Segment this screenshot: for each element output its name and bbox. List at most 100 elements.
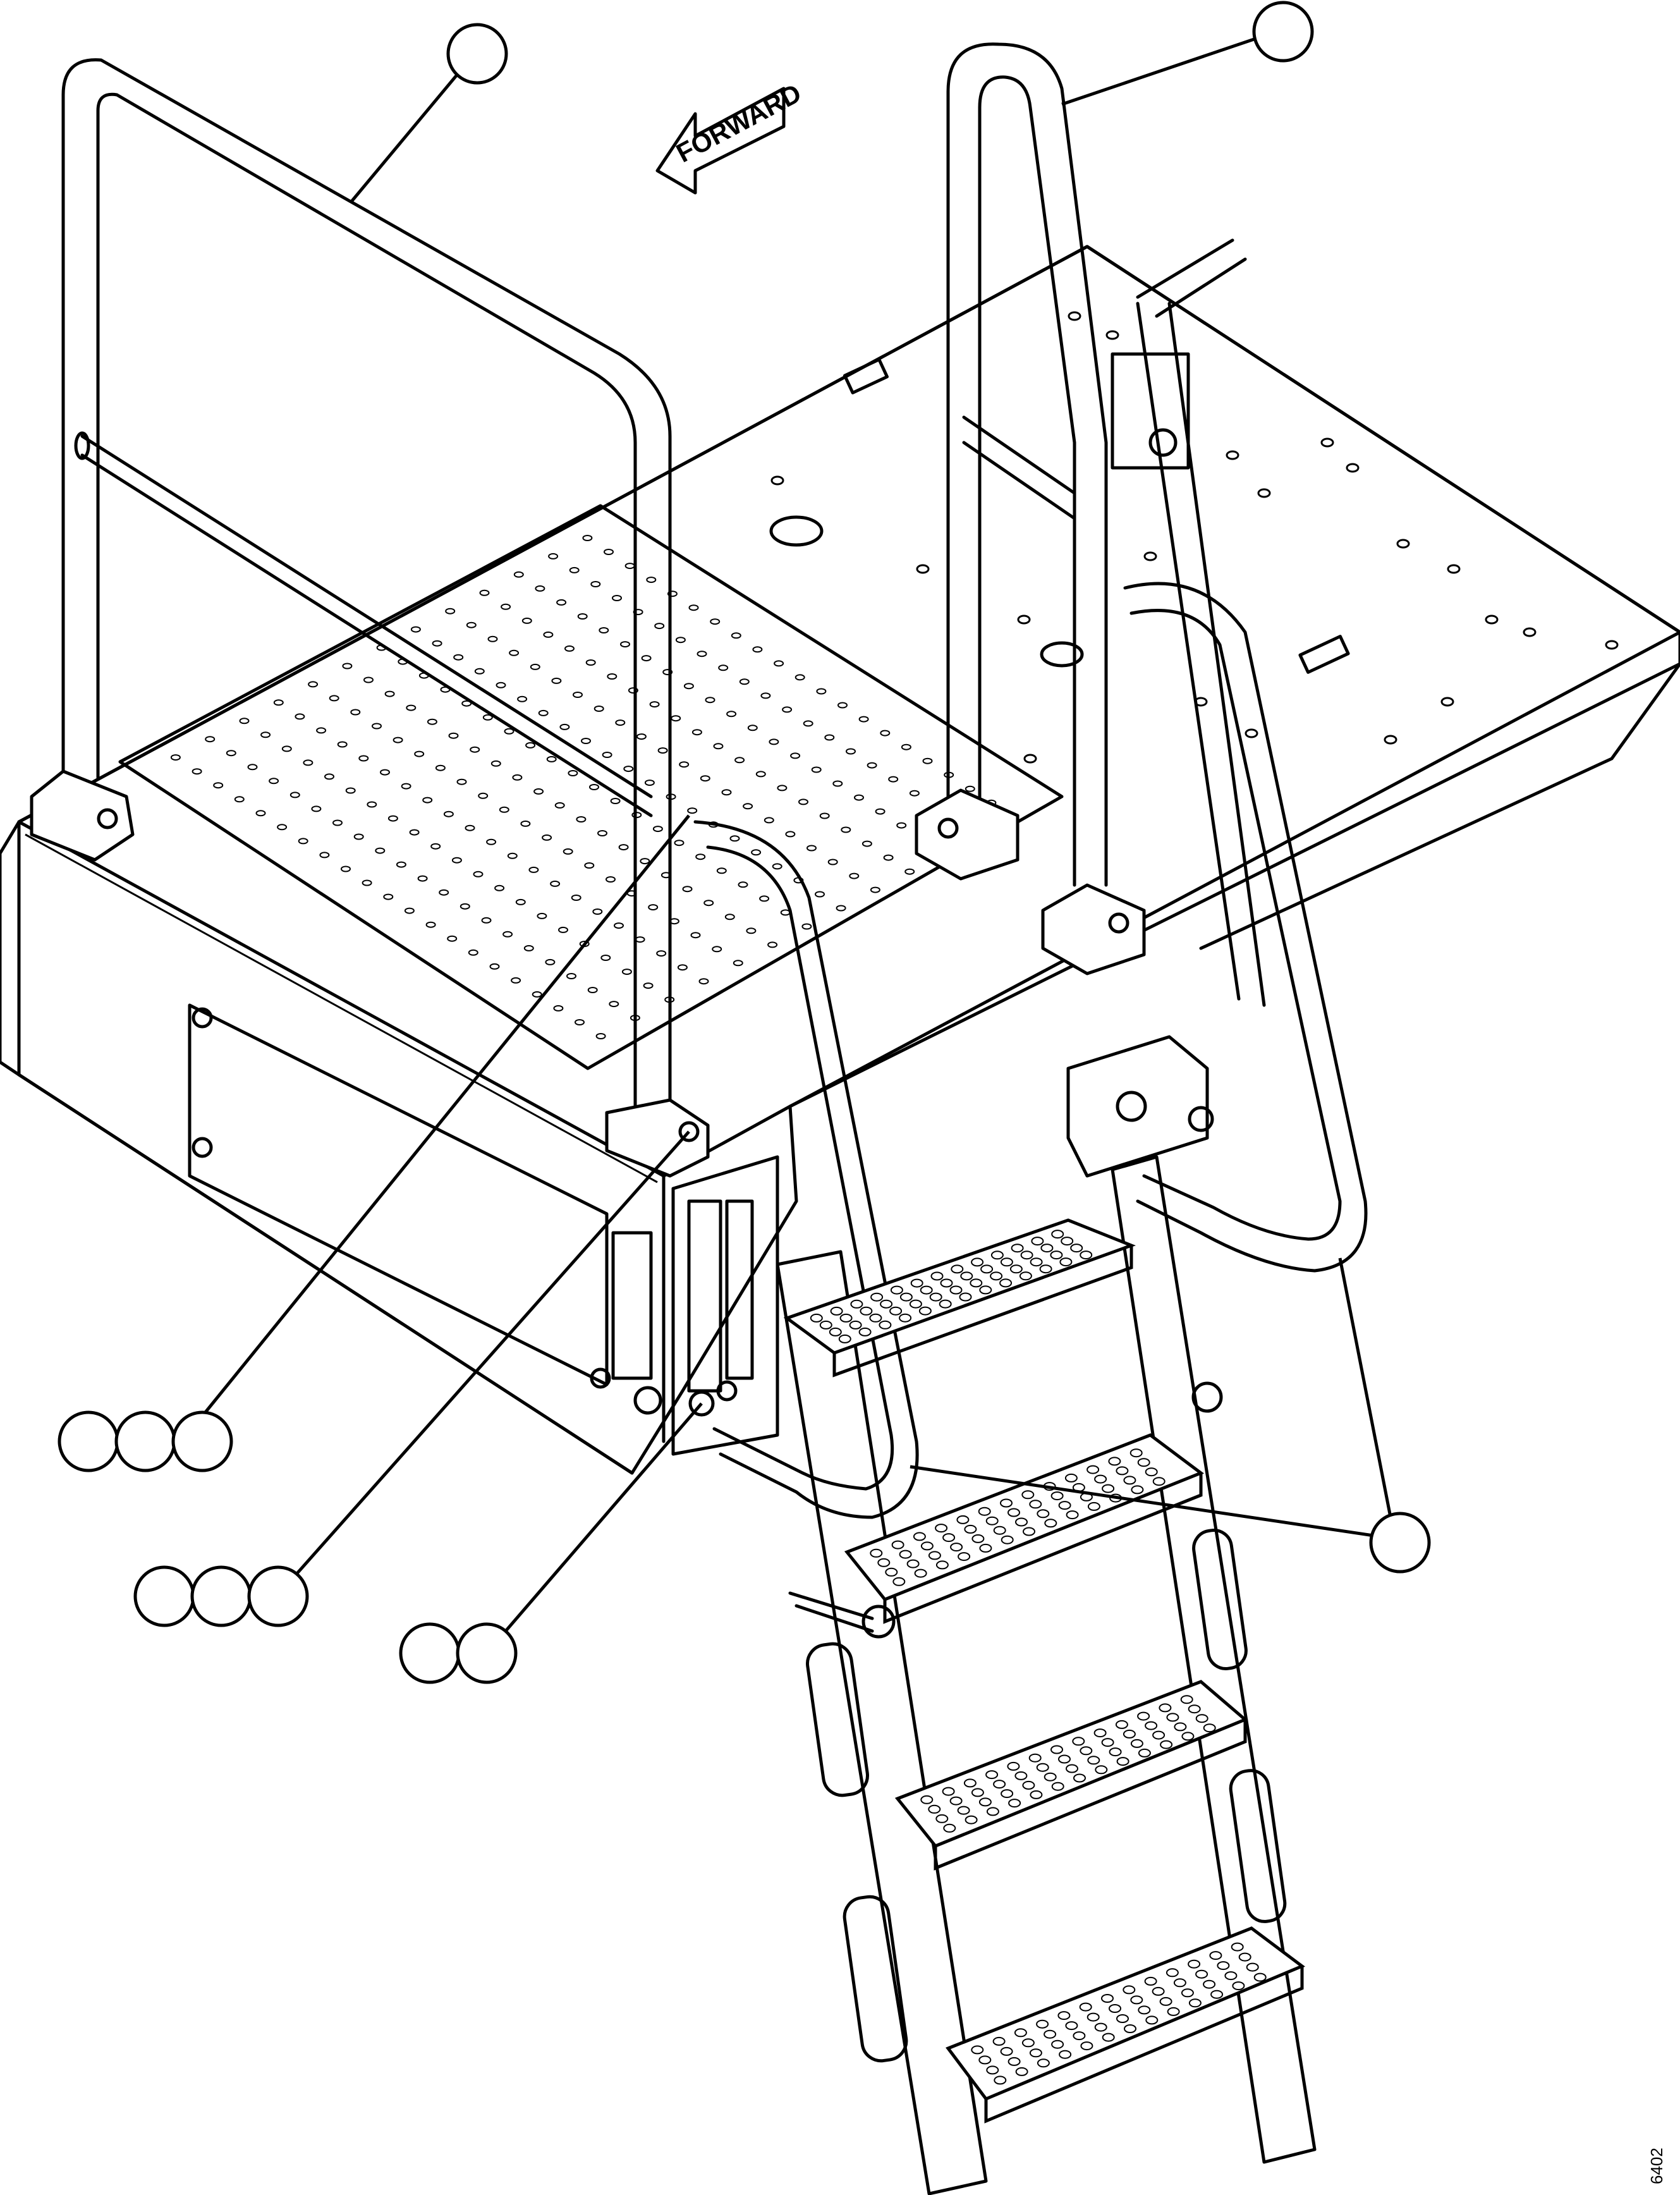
perforation-hole bbox=[559, 723, 570, 730]
perforation-hole bbox=[698, 978, 709, 985]
tread-perforation bbox=[810, 1313, 823, 1323]
tread-perforation bbox=[849, 1320, 862, 1330]
tread-perforation bbox=[1011, 1244, 1024, 1253]
perforation-hole bbox=[542, 834, 552, 841]
perforation-hole bbox=[273, 699, 284, 706]
deck-bolt-hole bbox=[1320, 437, 1334, 448]
perforation-hole bbox=[595, 1033, 606, 1039]
perforation-hole bbox=[807, 845, 817, 852]
perforation-hole bbox=[641, 655, 652, 662]
perforation-hole bbox=[590, 581, 601, 587]
tread-perforation bbox=[929, 1292, 942, 1302]
perforation-hole bbox=[695, 853, 706, 860]
tread-perforation bbox=[1073, 1773, 1086, 1783]
tread-perforation bbox=[1137, 1458, 1150, 1467]
tread-perforation bbox=[935, 1814, 949, 1823]
tread-perforation bbox=[963, 1778, 977, 1788]
tread-perforation bbox=[939, 1299, 952, 1309]
drawing-number: 6402 bbox=[1647, 2148, 1666, 2184]
perforation-hole bbox=[511, 977, 521, 984]
perforation-hole bbox=[880, 730, 891, 737]
tread-perforation bbox=[993, 1525, 1006, 1535]
tread-perforation bbox=[994, 2076, 1007, 2085]
tread-perforation bbox=[838, 1334, 851, 1343]
tread-perforation bbox=[1123, 1729, 1136, 1739]
perforation-hole bbox=[697, 651, 707, 657]
tread-perforation bbox=[1131, 1485, 1144, 1495]
tread-perforation bbox=[1050, 1491, 1064, 1501]
ladder-tread-nosing bbox=[934, 1720, 1247, 1871]
perforation-hole bbox=[700, 775, 710, 782]
tread-perforation bbox=[869, 1313, 882, 1323]
tread-perforation bbox=[935, 1524, 948, 1533]
callout-balloon-clamp-1 bbox=[58, 1410, 119, 1472]
perforation-hole bbox=[743, 803, 753, 810]
tread-perforation bbox=[1180, 1695, 1193, 1704]
ladder-stringers bbox=[776, 1155, 1317, 2195]
perforation-hole bbox=[468, 949, 478, 956]
tread-perforation bbox=[979, 1285, 992, 1295]
perforation-hole bbox=[538, 709, 549, 716]
tread-perforation bbox=[1145, 2015, 1159, 2025]
perforation-hole bbox=[372, 723, 382, 730]
perforation-hole bbox=[798, 798, 808, 805]
perforation-hole bbox=[752, 646, 763, 653]
perforation-hole bbox=[563, 848, 573, 855]
deck-bolt-hole bbox=[1605, 640, 1619, 650]
tread-perforation bbox=[1188, 1704, 1201, 1714]
tread-perforation bbox=[860, 1306, 873, 1316]
tread-perforation bbox=[899, 1292, 913, 1302]
perforation-hole bbox=[329, 695, 339, 702]
tread-perforation bbox=[899, 1550, 912, 1559]
perforation-hole bbox=[545, 958, 556, 965]
tread-perforation bbox=[1021, 1490, 1035, 1500]
tread-perforation bbox=[942, 1787, 955, 1796]
perforated-walkway-panel bbox=[118, 504, 1064, 1070]
ladder-tread-nosing bbox=[832, 1245, 1133, 1378]
perforation-hole bbox=[751, 849, 762, 856]
perforation-hole bbox=[520, 820, 531, 827]
tread-perforation bbox=[1009, 1264, 1023, 1274]
deck-bolt-hole bbox=[1245, 728, 1258, 738]
perforation-hole bbox=[461, 700, 472, 707]
tread-perforation bbox=[910, 1278, 923, 1288]
perforation-hole bbox=[644, 780, 655, 786]
tread-perforation bbox=[920, 1541, 934, 1551]
perforation-hole bbox=[705, 697, 715, 704]
tread-perforation bbox=[1051, 1782, 1064, 1791]
perforation-hole bbox=[648, 904, 659, 911]
deck-bolt-hole bbox=[1384, 735, 1397, 745]
tread-perforation bbox=[1217, 1961, 1230, 1971]
perforation-hole bbox=[532, 991, 542, 998]
tread-perforation bbox=[950, 1543, 963, 1552]
tread-perforation bbox=[1145, 1721, 1158, 1730]
platform-deck bbox=[0, 245, 1680, 1475]
perforation-hole bbox=[564, 645, 575, 652]
tread-perforation bbox=[999, 1278, 1013, 1288]
perforation-hole bbox=[811, 766, 822, 773]
tread-perforation bbox=[990, 1250, 1004, 1260]
perforation-hole bbox=[525, 742, 536, 749]
perforation-hole bbox=[628, 687, 638, 694]
perforation-hole bbox=[509, 649, 520, 656]
tread-perforation bbox=[1087, 2012, 1100, 2022]
perforation-hole bbox=[277, 824, 288, 831]
perforation-hole bbox=[623, 766, 634, 773]
perforation-hole bbox=[824, 734, 835, 741]
perforation-hole bbox=[513, 571, 524, 578]
perforation-hole bbox=[384, 690, 395, 697]
tread-perforation bbox=[1015, 2067, 1028, 2076]
tread-perforation bbox=[940, 1278, 953, 1288]
perforation-hole bbox=[573, 692, 583, 698]
tread-perforation bbox=[1115, 1720, 1128, 1729]
tread-perforation bbox=[1022, 1780, 1035, 1790]
perforation-hole bbox=[604, 549, 614, 555]
tread-perforation bbox=[1129, 1448, 1143, 1458]
callout-balloon-bolt-1 bbox=[399, 1622, 461, 1684]
perforation-hole bbox=[568, 770, 578, 776]
tread-perforation bbox=[1031, 1237, 1044, 1246]
tread-perforation bbox=[1072, 1737, 1085, 1746]
tread-perforation bbox=[1224, 1971, 1238, 1981]
tread-perforation bbox=[1039, 1264, 1052, 1274]
perforation-hole bbox=[777, 785, 788, 792]
